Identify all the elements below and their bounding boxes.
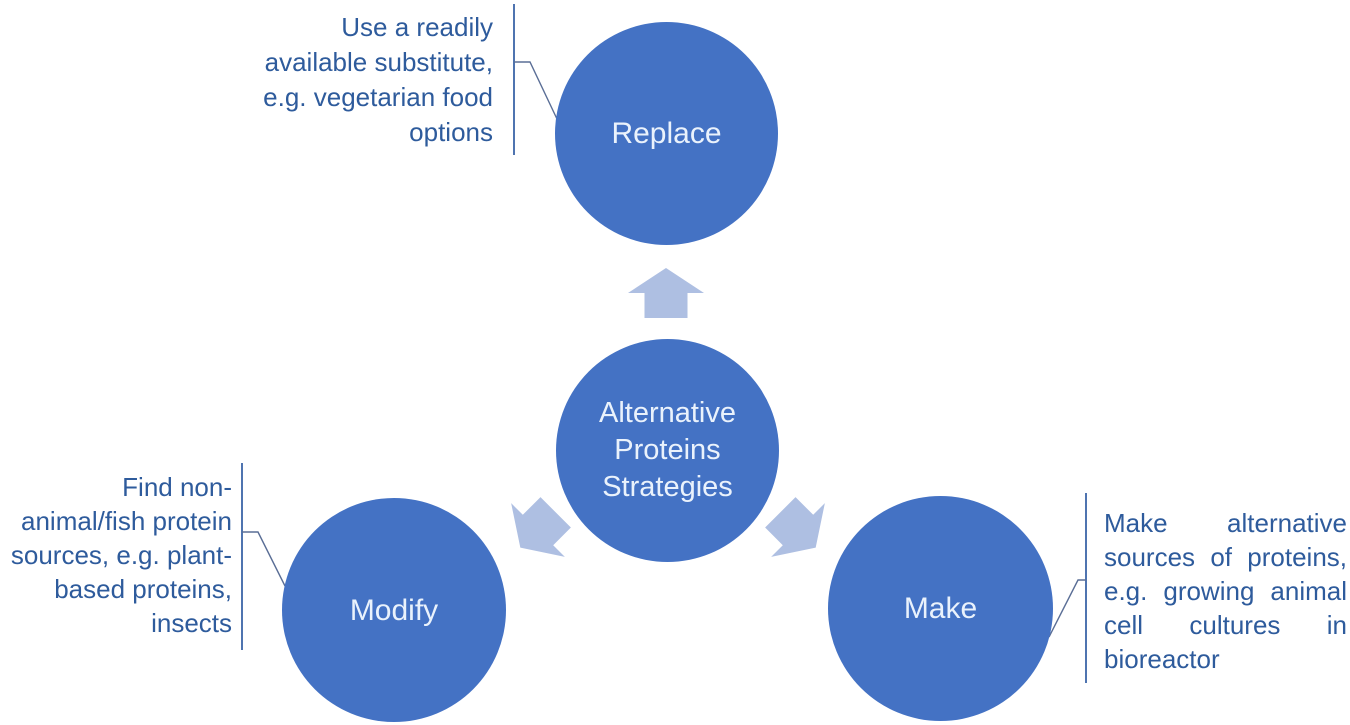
annotation-make: Make alternative sources of proteins, e.… [1104, 506, 1347, 676]
annotation-line: Find non- [0, 470, 232, 504]
annotation-line: e.g. growing animal [1104, 576, 1347, 606]
arrow-down-left-to-modify-icon [511, 497, 571, 557]
arrow-down-right-to-make-icon [765, 497, 825, 557]
annotation-line-text: Use a readily [341, 12, 493, 42]
annotation-line: cell cultures in [1104, 610, 1347, 640]
callout-make-leader [1048, 579, 1086, 638]
annotation-line: bioreactor [1104, 644, 1220, 674]
annotation-line: available substitute, [193, 45, 493, 80]
node-make-label: Make [903, 592, 978, 625]
annotation-line-text: sources, e.g. plant- [10, 540, 232, 570]
annotation-line-text: insects [151, 608, 232, 638]
annotation-line: Make alternative [1104, 508, 1347, 538]
annotation-line: sources of proteins, [1104, 542, 1347, 572]
annotation-line-text: based proteins, [54, 574, 232, 604]
annotation-line-text: options [409, 117, 493, 147]
node-center-circle: Alternative Proteins Strategies [556, 339, 779, 562]
node-center-label: Alternative Proteins Strategies [598, 397, 736, 503]
annotation-line-text: e.g. vegetarian food [263, 82, 493, 112]
callout-replace-leader [514, 61, 558, 120]
node-modify-circle: Modify [282, 498, 506, 722]
annotation-line-text: Find non- [122, 472, 232, 502]
annotation-line: e.g. vegetarian food [193, 80, 493, 115]
callout-modify [241, 463, 286, 650]
annotation-line-text: animal/fish protein [21, 506, 232, 536]
annotation-line-text: available substitute, [264, 47, 493, 77]
node-replace-circle: Replace [555, 22, 778, 245]
annotation-line: insects [0, 606, 232, 640]
node-modify-label: Modify [349, 593, 439, 627]
callout-modify-leader [242, 531, 286, 587]
annotation-line: sources, e.g. plant- [0, 538, 232, 572]
annotation-line: based proteins, [0, 572, 232, 606]
annotation-replace: Use a readily available substitute, e.g.… [193, 10, 493, 150]
annotation-line: Use a readily [193, 10, 493, 45]
arrow-up-to-replace-icon [628, 268, 704, 318]
annotation-line: animal/fish protein [0, 504, 232, 538]
node-make-circle: Make [828, 496, 1053, 721]
node-replace-label: Replace [611, 117, 722, 150]
callout-make [1048, 493, 1087, 683]
annotation-line: options [193, 115, 493, 150]
callout-replace [513, 4, 558, 155]
annotation-modify: Find non- animal/fish protein sources, e… [0, 470, 232, 640]
